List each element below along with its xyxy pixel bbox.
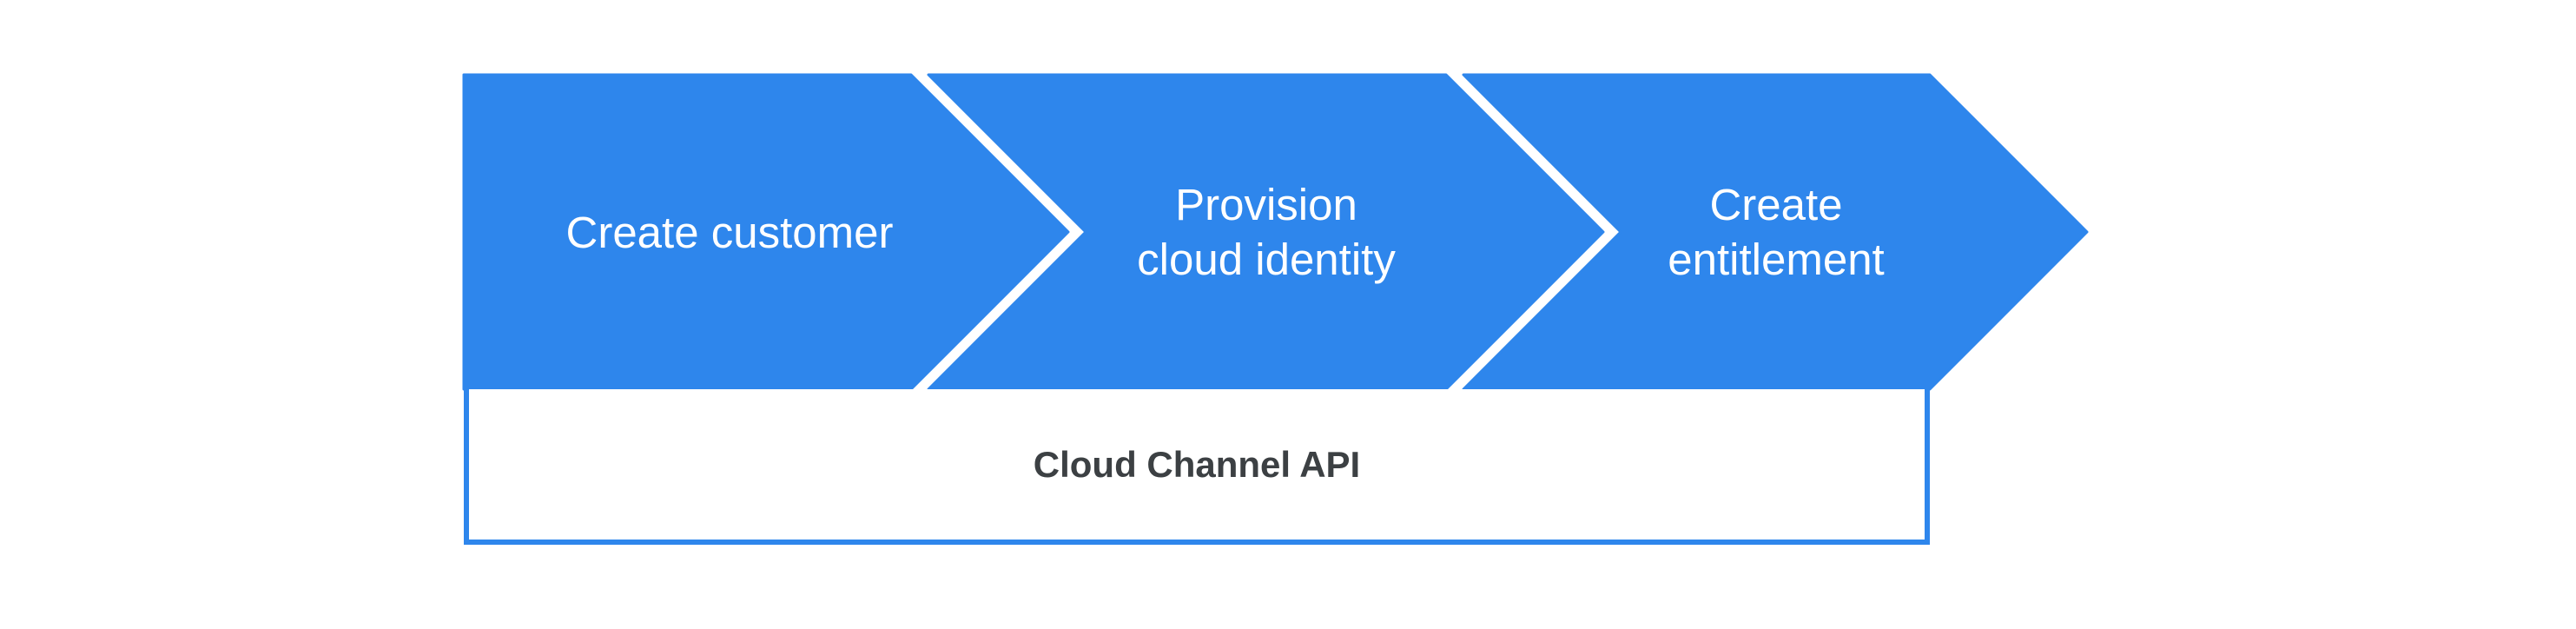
step-3-chevron-shape [1462,73,2089,391]
step-1-chevron-shape [462,73,1070,391]
cloud-channel-api-box: Cloud Channel API [464,389,1930,545]
cloud-channel-api-label: Cloud Channel API [1033,443,1361,485]
